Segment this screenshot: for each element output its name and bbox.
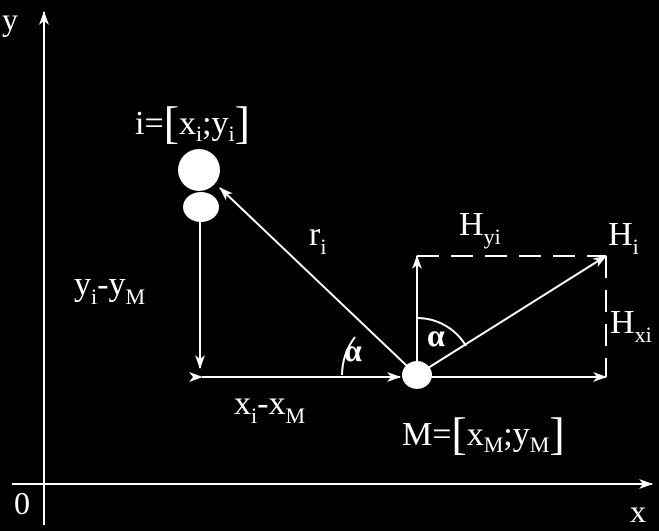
alpha-left-label: α — [344, 332, 362, 368]
hx-label: Hxi — [610, 304, 652, 347]
y-axis-label: y — [2, 1, 18, 37]
alpha-right-label: α — [427, 317, 445, 353]
hi-arrow — [427, 255, 607, 369]
r-arrow — [219, 187, 420, 379]
dx-label: xi-xM — [234, 385, 305, 428]
point-m-label: M=[xM;yM] — [402, 408, 565, 459]
alpha-right-arc — [416, 317, 467, 347]
point-i-marker-top — [178, 149, 220, 191]
r-label: ri — [309, 216, 326, 259]
alpha-left-arc — [341, 336, 356, 376]
hy-label: Hyi — [459, 206, 501, 249]
origin-label: 0 — [14, 485, 30, 521]
point-i-label: i=[xi;yi] — [135, 97, 250, 148]
hi-label: Hi — [608, 216, 639, 259]
dy-label: yi-yM — [74, 266, 145, 309]
point-i-marker-bottom — [183, 192, 219, 222]
x-axis-label: x — [630, 493, 646, 529]
